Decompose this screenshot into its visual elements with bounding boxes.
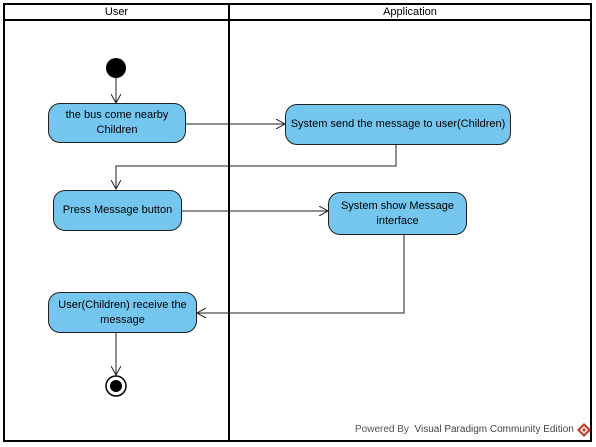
swimlane-frame [3, 3, 592, 442]
action-label-line: System send the message to user(Children… [290, 118, 506, 130]
action-label-line: message [100, 313, 145, 326]
action-label-line: the bus come nearby [65, 109, 169, 121]
visual-paradigm-logo-icon [577, 423, 591, 437]
action-system-show-interface[interactable]: System show Message interface [328, 192, 467, 235]
action-press-message-button[interactable]: Press Message button [53, 190, 182, 231]
action-label-line: Children [96, 124, 138, 136]
watermark-powered-by: Powered By [355, 424, 409, 435]
action-system-send-message[interactable]: System send the message to user(Children… [285, 104, 511, 145]
final-node[interactable] [105, 375, 127, 397]
action-label-line: interface [376, 214, 419, 227]
action-bus-come-nearby[interactable]: the bus come nearby Children [48, 103, 186, 143]
lane-header-application: Application [383, 6, 437, 18]
initial-node[interactable] [106, 58, 126, 78]
action-label-line: System show Message [340, 199, 455, 212]
watermark-product: Visual Paradigm Community Edition [414, 424, 574, 435]
watermark: Powered By Visual Paradigm Community Edi… [355, 424, 574, 435]
edge-show-to-receive [197, 235, 405, 313]
action-label-line: Press Message button [62, 204, 173, 216]
edge-send-to-press [116, 145, 397, 189]
lane-header-user: User [104, 6, 129, 18]
action-label-line: User(Children) receive the [58, 298, 187, 311]
action-user-receive-message[interactable]: User(Children) receive the message [48, 292, 197, 333]
